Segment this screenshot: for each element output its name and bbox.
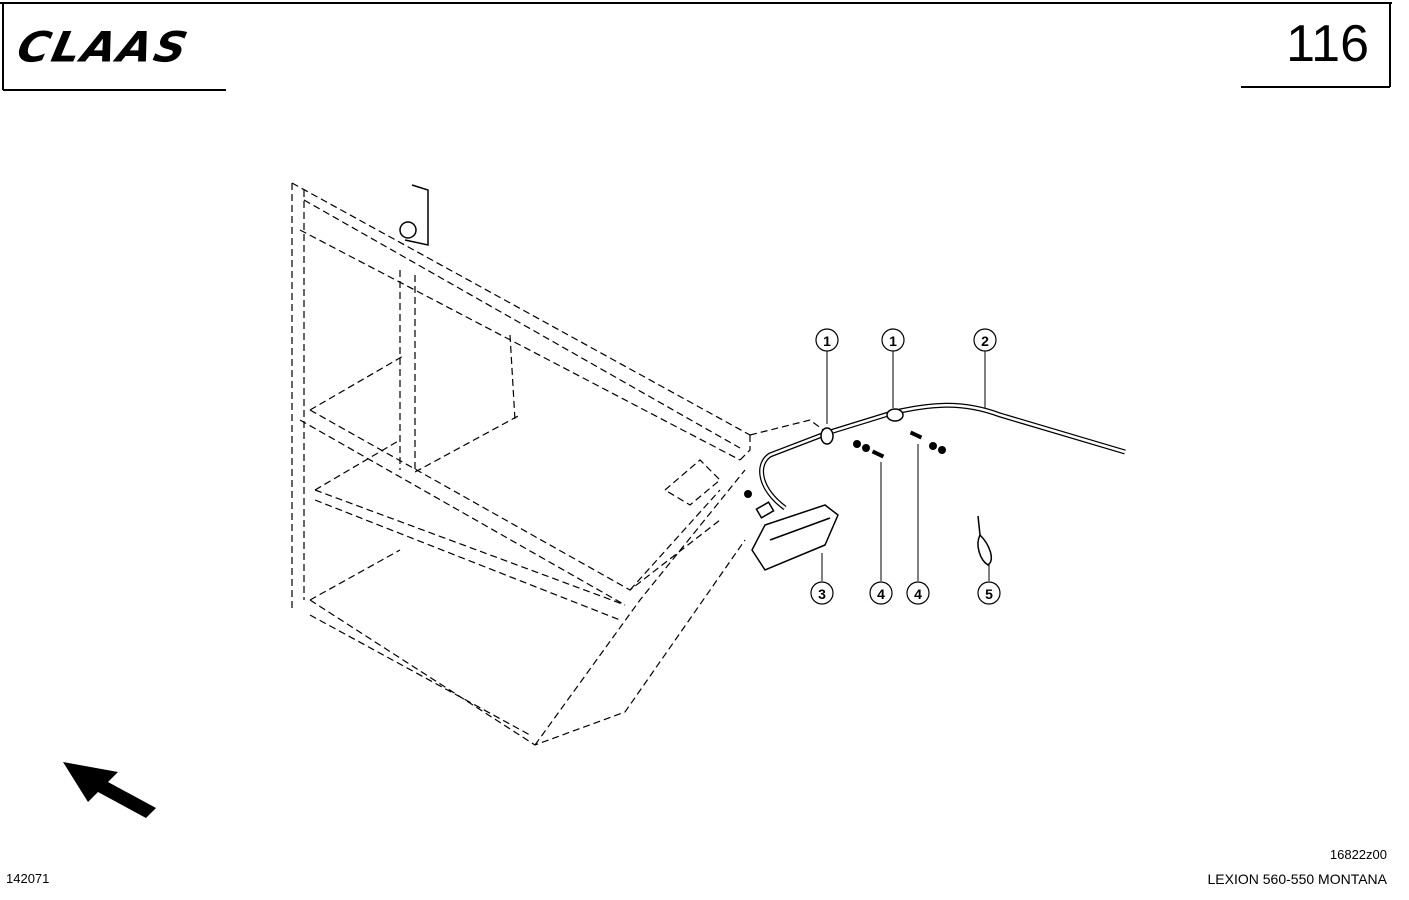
page-frame [0,2,1392,91]
drawing-code: 16822z00 [1329,847,1387,862]
ladder-frame [291,182,831,746]
callout-4b: 4 [906,581,930,605]
reference-number: 142071 [6,871,50,886]
page-number: 116 [1286,15,1369,73]
cable-tie [977,515,992,566]
svg-text:4: 4 [914,586,922,602]
callout-5: 5 [977,581,1001,605]
callout-4a: 4 [869,581,893,605]
callout-1a: 1 [815,328,839,352]
callout-3: 3 [810,581,834,605]
leader-lines [821,351,990,581]
bracket [399,184,429,246]
cable [759,402,1126,511]
svg-text:5: 5 [985,586,993,602]
callout-2: 2 [973,328,997,352]
brand-logo: CLAAS [12,23,194,72]
svg-text:1: 1 [889,333,897,349]
work-lamp [751,501,839,571]
callout-1b: 1 [881,328,905,352]
svg-text:3: 3 [818,586,826,602]
model-name: LEXION 560-550 MONTANA [1207,871,1387,887]
svg-text:4: 4 [877,586,885,602]
fasteners [744,430,946,498]
svg-text:1: 1 [823,333,831,349]
svg-text:2: 2 [981,333,989,349]
direction-arrow-icon [63,762,156,818]
